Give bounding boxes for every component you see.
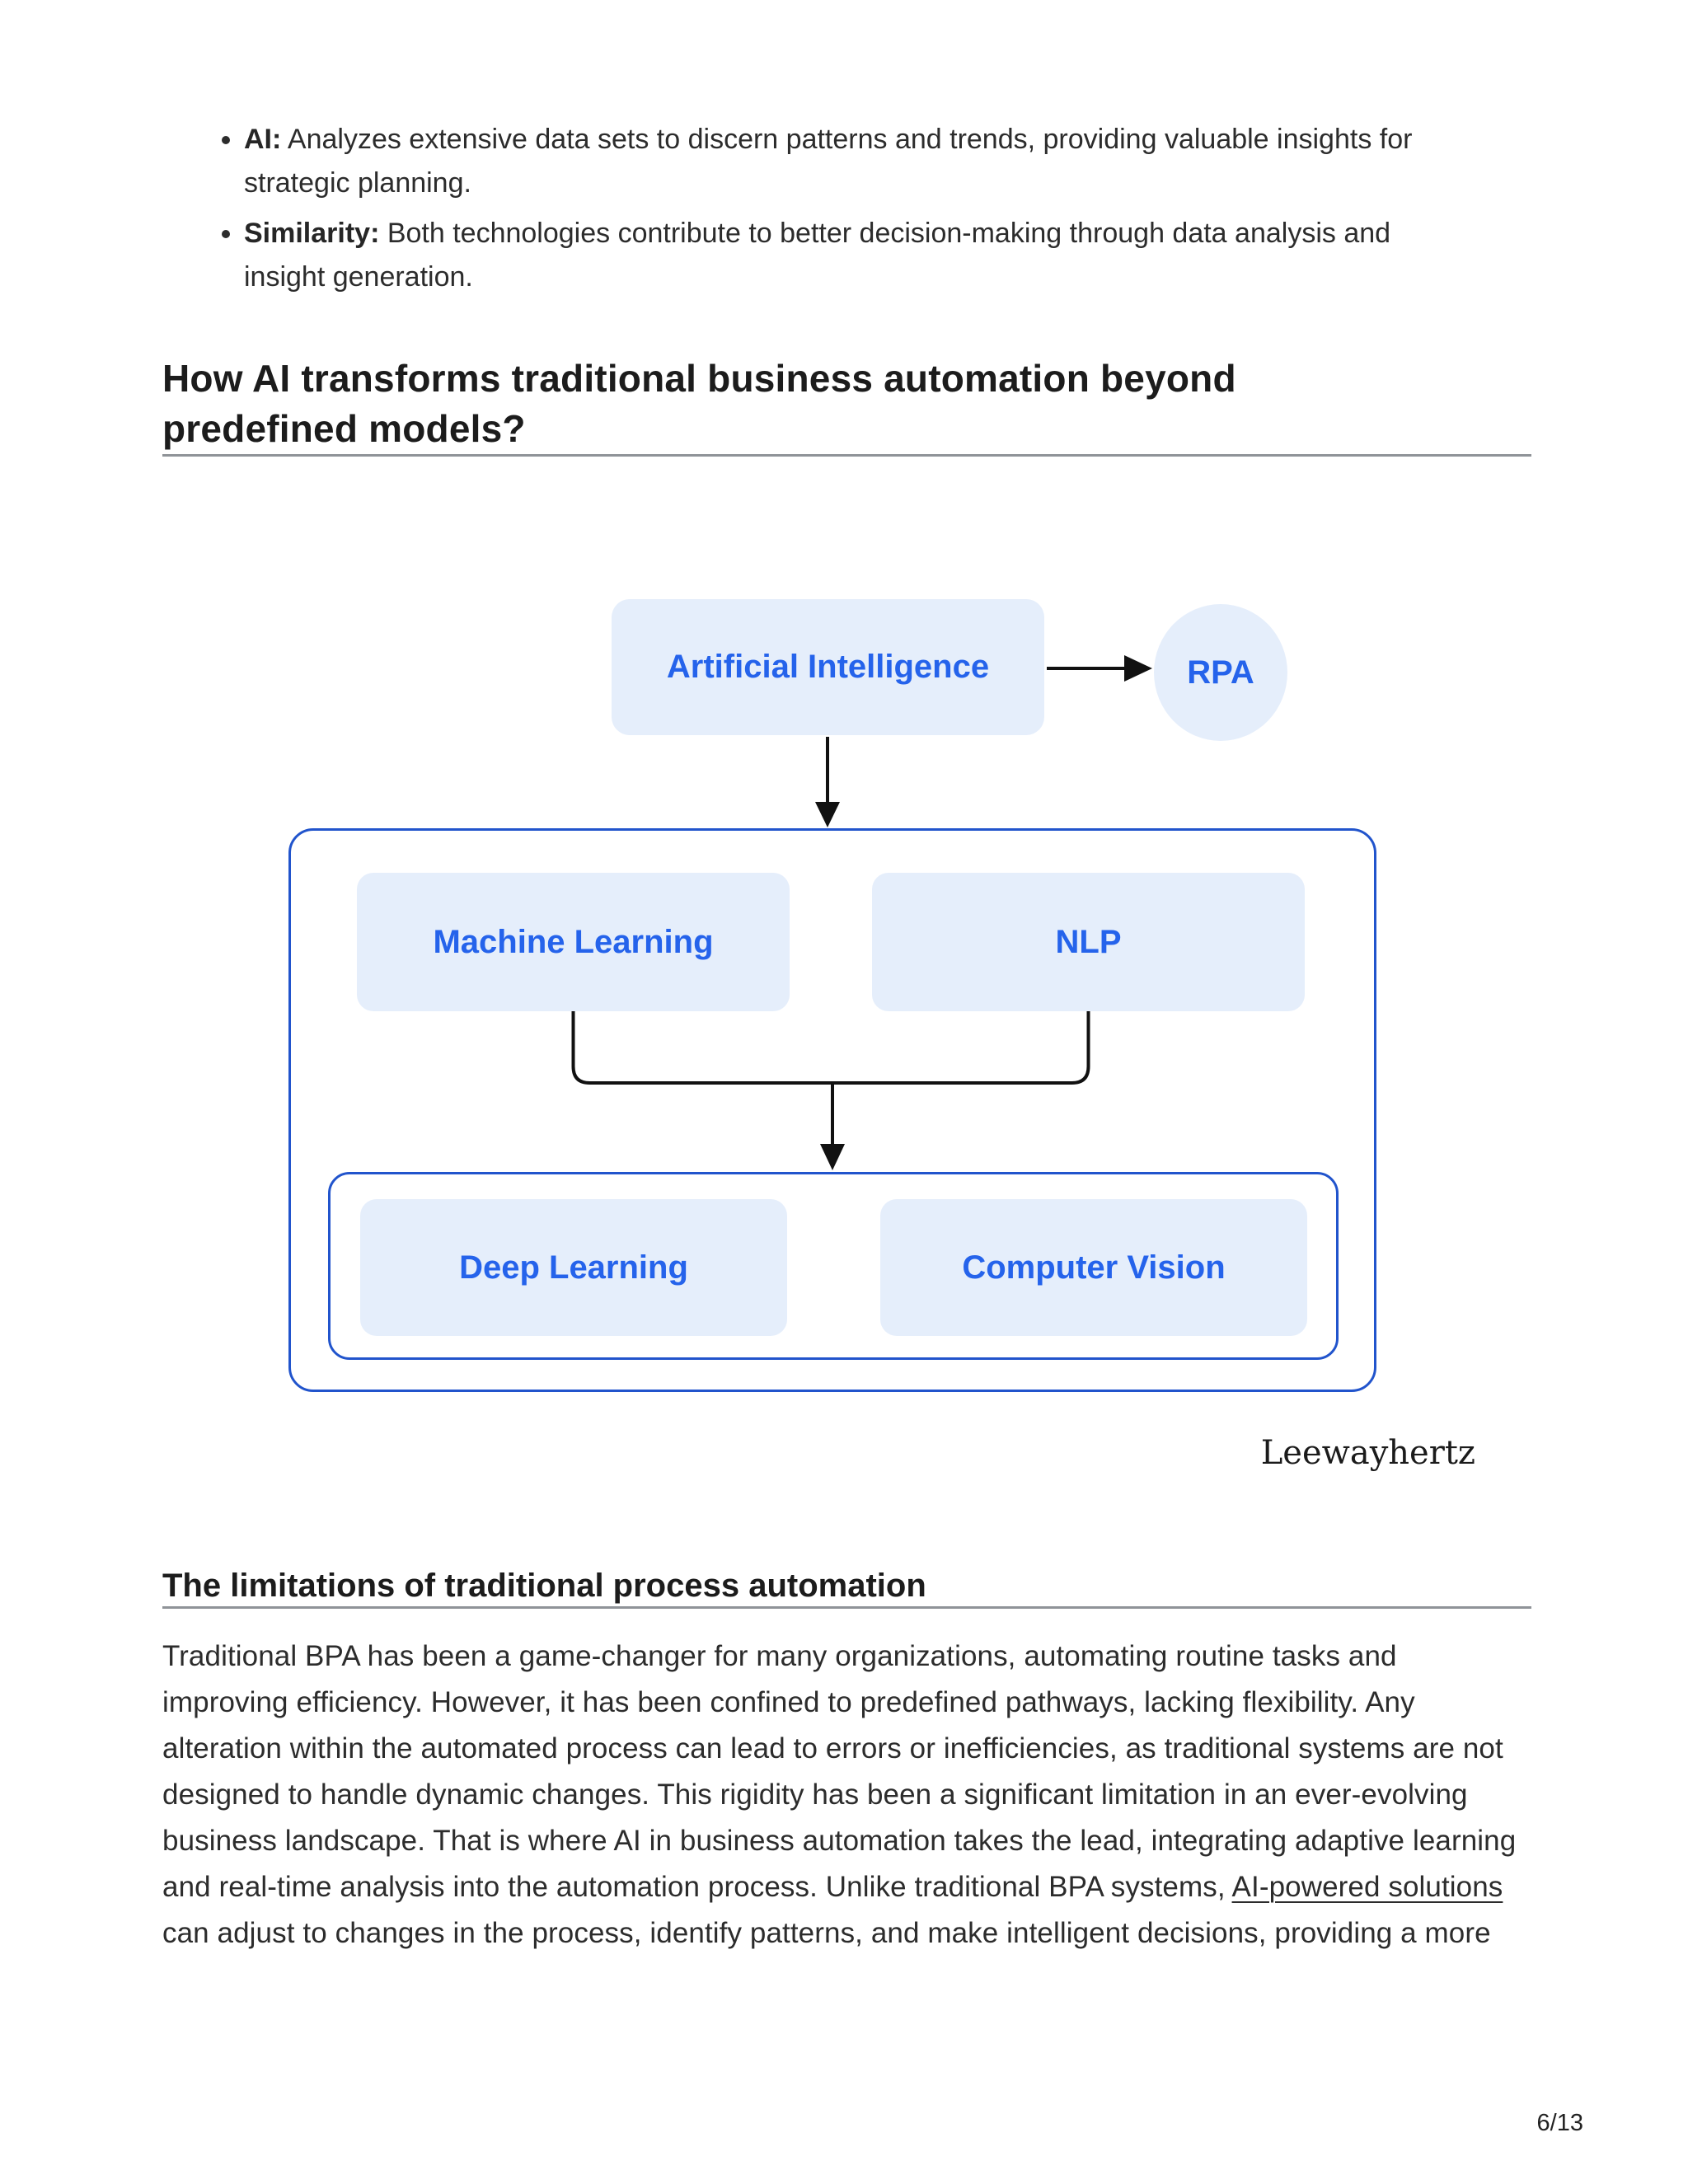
diagram-node-artificial-intelligence: Artificial Intelligence [612,599,1044,735]
bullet-label: Similarity: [244,218,380,249]
page-number: 6/13 [1536,2110,1583,2136]
diagram-node-nlp: NLP [872,873,1305,1011]
content-column: The limitations of traditional process a… [0,1565,1688,1957]
section-divider [162,1606,1531,1609]
bullet-text: Analyzes extensive data sets to discern … [244,124,1413,199]
section-divider [162,454,1531,457]
arrow-ai-down [815,737,840,827]
ai-powered-solutions-link[interactable]: AI-powered solutions [1231,1871,1503,1903]
ai-hierarchy-diagram: Artificial Intelligence RPA Machine Lear… [0,457,1688,1483]
bullet-label: AI: [244,124,282,155]
body-paragraph: Traditional BPA has been a game-changer … [162,1633,1522,1957]
diagram-node-deep-learning: Deep Learning [360,1199,787,1336]
diagram-credit: Leewayhertz [1260,1434,1475,1472]
diagram-node-rpa: RPA [1154,604,1287,741]
arrow-ai-to-rpa [1047,655,1152,682]
diagram-node-machine-learning: Machine Learning [357,873,790,1011]
section-heading-limitations: The limitations of traditional process a… [162,1568,926,1604]
content-column: AI: Analyzes extensive data sets to disc… [0,0,1688,457]
bullet-text: Both technologies contribute to better d… [244,218,1391,293]
paragraph-text: Traditional BPA has been a game-changer … [162,1640,1517,1903]
diagram-node-computer-vision: Computer Vision [880,1199,1307,1336]
list-item: Similarity: Both technologies contribute… [244,212,1456,299]
bullet-list: AI: Analyzes extensive data sets to disc… [162,0,1531,299]
paragraph-text: can adjust to changes in the process, id… [162,1917,1491,1949]
list-item: AI: Analyzes extensive data sets to disc… [244,118,1456,205]
section-heading-ai-transforms: How AI transforms traditional business a… [162,357,1236,450]
